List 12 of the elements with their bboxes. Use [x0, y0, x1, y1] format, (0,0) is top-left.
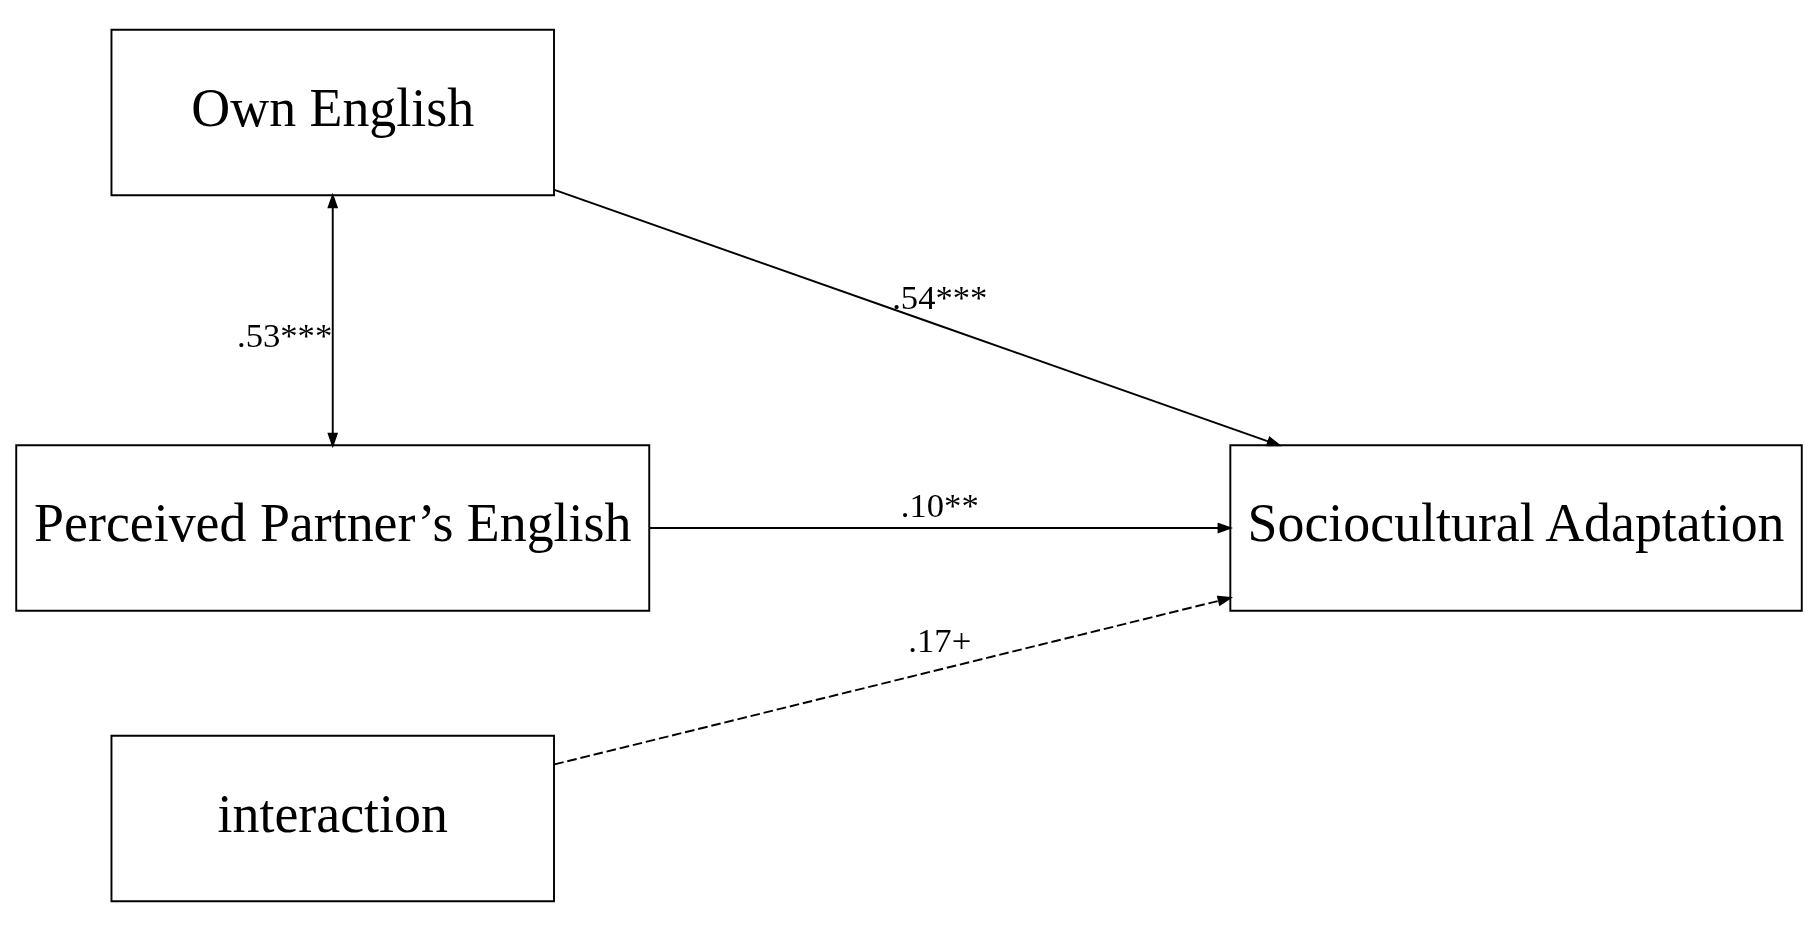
node-box: interaction [110, 734, 555, 902]
arrow [553, 188, 1283, 446]
node-box: Own English [110, 28, 555, 196]
edge-label: .17+ [908, 620, 972, 659]
edge-label: .53*** [237, 315, 333, 354]
arrow [553, 595, 1234, 765]
edge-label: .54*** [892, 277, 988, 316]
arrow [327, 192, 339, 448]
node-box: Sociocultural Adaptation [1229, 443, 1803, 612]
node-box: Perceived Partner’s English [15, 443, 651, 612]
edge-label: .10** [900, 485, 979, 524]
arrow [649, 522, 1233, 533]
